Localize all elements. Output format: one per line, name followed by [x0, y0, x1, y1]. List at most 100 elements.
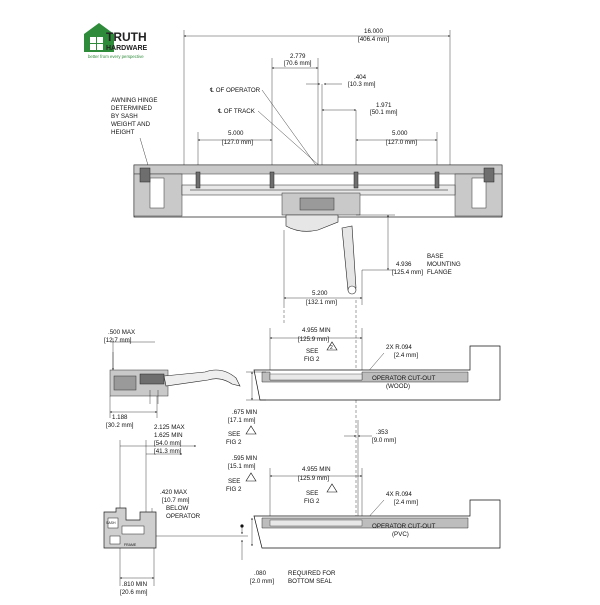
- wood-radius: 2X R.094: [386, 344, 412, 351]
- wood-cutout-section: 4.955 MIN [125.9 mm] SEE FIG 2 2 2X R.09…: [226, 327, 501, 540]
- base-mounting-flange: [285, 214, 339, 232]
- warning-triangle-icon: [245, 425, 257, 435]
- pvc-cutout-label-2: (PVC): [392, 531, 409, 538]
- side-max-height-mm: [12.7 mm]: [104, 337, 132, 344]
- svg-text:WEIGHT AND: WEIGHT AND: [111, 121, 151, 128]
- sash-label: SASH: [106, 521, 116, 525]
- wood-cutout-width-mm: [125.9 mm]: [298, 336, 329, 343]
- side-max-height-in: .500 MAX: [108, 329, 135, 336]
- cl-track-label: ℄ OF TRACK: [217, 108, 256, 115]
- left-hinge: [139, 167, 151, 183]
- flange-height-mm: [125.4 mm]: [392, 269, 423, 276]
- below-operator-2: OPERATOR: [166, 513, 201, 520]
- logo-brand-line1: TRUTH: [106, 30, 147, 44]
- pvc-cutout-section: .595 MIN [15.1 mm] SEE FIG 2 4.955 MIN […: [226, 455, 501, 549]
- crank-handle: [341, 225, 357, 291]
- seal-gap-in: .080: [254, 570, 267, 577]
- wood-see-fig-left-2: FIG 2: [226, 439, 242, 446]
- pvc-min-label: 1.625 MIN: [154, 432, 183, 439]
- pvc-min-mm: [41.3 mm]: [154, 448, 182, 455]
- left-spacing-mm: [127.0 mm]: [222, 139, 253, 146]
- pvc-depth-in: .595 MIN: [232, 455, 257, 462]
- screw: [269, 171, 275, 189]
- top-view: 16.000 [406.4 mm] 2.779 [70.6 mm] .404 […: [111, 28, 503, 306]
- logo-tagline: better from every perspective: [88, 54, 144, 59]
- wood-see-fig-1: SEE: [306, 348, 318, 355]
- awning-hinge-note-1: AWNING HINGE: [111, 97, 158, 104]
- pvc-section: 2.125 MAX 1.625 MIN [54.0 mm] [41.3 mm] …: [103, 424, 336, 596]
- wood-cutout-recess: [269, 373, 363, 381]
- overall-width-mm: [406.4 mm]: [358, 36, 389, 43]
- svg-text:HEIGHT: HEIGHT: [111, 129, 135, 136]
- frame-label: FRAME: [124, 543, 137, 547]
- below-operator-1: BELOW: [166, 505, 189, 512]
- pvc-depth-mm: [15.1 mm]: [228, 463, 256, 470]
- cl-operator-label: ℄ OF OPERATOR: [209, 87, 261, 94]
- pvc-max-label: 2.125 MAX: [154, 424, 185, 431]
- screw: [195, 171, 201, 189]
- svg-text:MOUNTING: MOUNTING: [427, 261, 461, 268]
- left-spacing-in: 5.000: [228, 130, 244, 137]
- below-operator-mm: [10.7 mm]: [162, 497, 190, 504]
- wood-cutout-label-1: OPERATOR CUT-OUT: [372, 375, 436, 382]
- warning-triangle-icon: [326, 483, 338, 493]
- track-gap-mm: [10.3 mm]: [348, 81, 376, 88]
- pvc-cutout-recess: [269, 519, 363, 527]
- wood-radius-mm: [2.4 mm]: [394, 352, 418, 359]
- pvc-radius: 4X R.094: [386, 491, 412, 498]
- pvc-see-fig-left-2: FIG 2: [226, 486, 242, 493]
- truth-hardware-logo: TRUTH HARDWARE better from every perspec…: [84, 23, 148, 59]
- screw: [434, 171, 440, 189]
- offset-mm: [9.0 mm]: [372, 437, 396, 444]
- wood-cutout-width-in: 4.955 MIN: [302, 327, 331, 334]
- flange-width-in: 5.200: [312, 290, 328, 297]
- wood-see-fig-2: FIG 2: [304, 356, 320, 363]
- pvc-see-fig-1: SEE: [306, 490, 318, 497]
- overall-width-in: 16.000: [364, 28, 383, 35]
- screw: [353, 171, 359, 189]
- seal-note-1: REQUIRED FOR: [288, 570, 336, 577]
- pvc-bottom-in: .810 MIN: [122, 581, 147, 588]
- center-right-in: 1.971: [376, 102, 392, 109]
- center-right-mm: [50.1 mm]: [370, 109, 398, 116]
- wood-depth-mm: [17.1 mm]: [228, 417, 256, 424]
- side-base-depth-mm: [30.2 mm]: [106, 422, 134, 429]
- right-spacing-in: 5.000: [392, 130, 408, 137]
- pvc-see-fig-left-1: SEE: [228, 478, 240, 485]
- wood-depth-in: .675 MIN: [232, 409, 257, 416]
- offset-in: .353: [376, 429, 389, 436]
- right-hinge: [483, 167, 495, 183]
- svg-text:DETERMINED: DETERMINED: [111, 105, 152, 112]
- pvc-max-mm: [54.0 mm]: [154, 440, 182, 447]
- pvc-see-fig-2: FIG 2: [304, 498, 320, 505]
- below-operator-in: .420 MAX: [160, 489, 187, 496]
- svg-text:BY SASH: BY SASH: [111, 113, 138, 120]
- side-crank-arm: [163, 369, 241, 387]
- seal-gap-mm: [2.0 mm]: [250, 578, 274, 585]
- pvc-bottom-mm: [20.6 mm]: [120, 589, 148, 596]
- logo-brand-line2: HARDWARE: [106, 45, 148, 52]
- warning-triangle-icon: [326, 341, 338, 351]
- operator-offset-in: 2.779: [290, 53, 306, 60]
- track-gap-in: .404: [354, 74, 367, 81]
- svg-text:FLANGE: FLANGE: [427, 269, 452, 276]
- pvc-cutout-width-in: 4.955 MIN: [302, 466, 331, 473]
- flange-height-in: 4.936: [396, 261, 412, 268]
- svg-text:2: 2: [330, 345, 333, 351]
- warning-triangle-icon: [245, 472, 257, 482]
- crank-knob: [347, 285, 357, 295]
- side-base-depth-in: 1.188: [112, 414, 128, 421]
- operator-offset-mm: [70.6 mm]: [284, 60, 312, 67]
- wood-cutout-label-2: (WOOD): [386, 383, 410, 390]
- right-spacing-mm: [127.0 mm]: [386, 139, 417, 146]
- side-view: .500 MAX [12.7 mm] 1.188 [30.2 mm]: [104, 329, 241, 429]
- pvc-cutout-label-1: OPERATOR CUT-OUT: [372, 523, 436, 530]
- base-flange-note-1: BASE: [427, 253, 444, 260]
- wood-see-fig-left-1: SEE: [228, 431, 240, 438]
- flange-width-mm: [132.1 mm]: [306, 299, 337, 306]
- pvc-radius-mm: [2.4 mm]: [394, 499, 418, 506]
- seal-note-2: BOTTOM SEAL: [288, 578, 332, 585]
- side-operator: [139, 373, 165, 385]
